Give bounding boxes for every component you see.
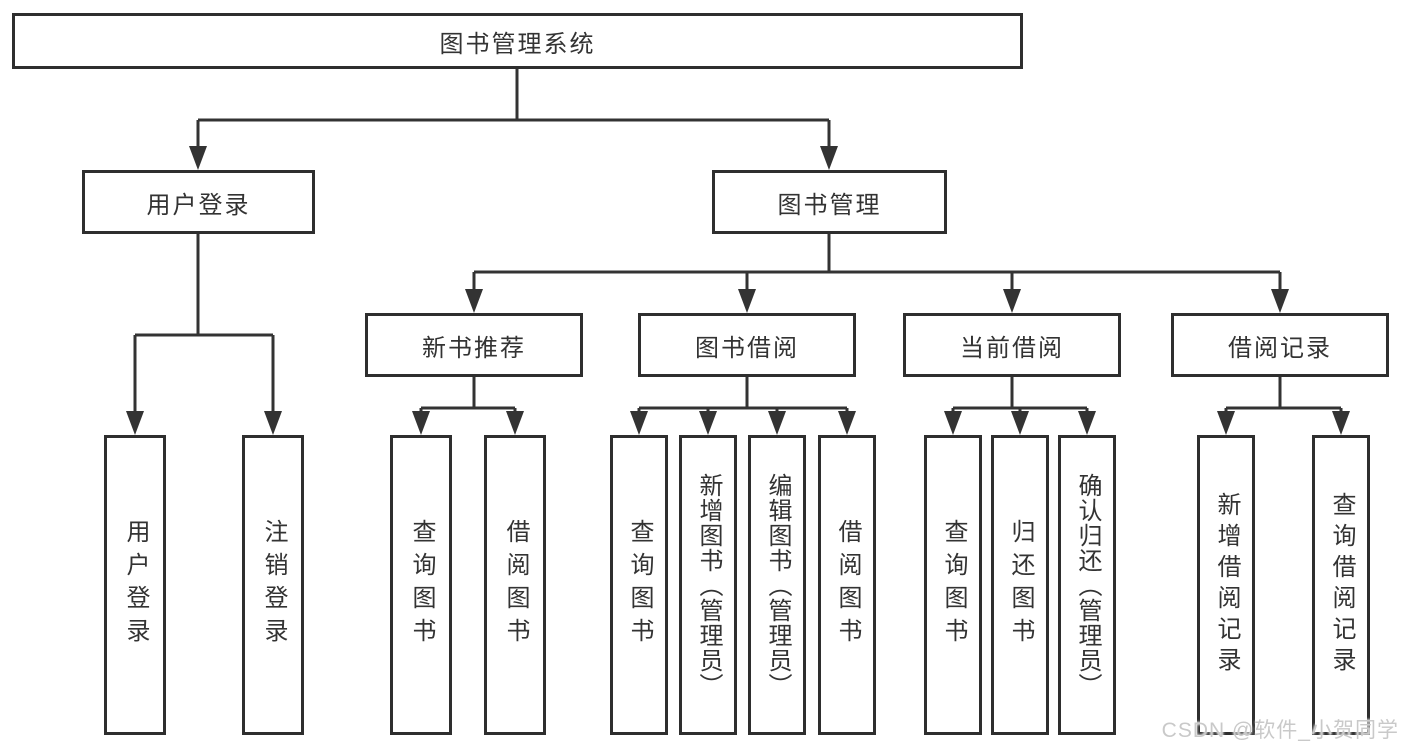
leaf-borrow-book: 借阅图书 [818,435,876,735]
leaf-query-borrow-record: 查询借阅记录 [1312,435,1370,735]
leaf-return-book: 归还图书 [991,435,1049,735]
leaf-add-book-admin-label: 新增图书（管理员） [695,472,722,698]
watermark-csdn: CSDN @软件_小贺同学 [1161,719,1399,742]
leaf-user-login-label: 用户登录 [122,519,149,651]
leaf-borrow-book-recommend-label: 借阅图书 [502,519,529,651]
leaf-confirm-return-admin: 确认归还（管理员） [1058,435,1116,735]
leaf-query-borrow-record-label: 查询借阅记录 [1328,492,1355,678]
leaf-query-book-borrow: 查询图书 [610,435,668,735]
leaf-logout-label: 注销登录 [260,519,287,651]
leaf-add-borrow-record-label: 新增借阅记录 [1213,492,1240,678]
leaf-query-book-recommend: 查询图书 [390,435,452,735]
leaf-confirm-return-admin-label: 确认归还（管理员） [1074,472,1101,698]
leaf-logout: 注销登录 [242,435,304,735]
leaf-borrow-book-label: 借阅图书 [834,519,861,651]
leaf-add-book-admin: 新增图书（管理员） [679,435,737,735]
node-user-login: 用户登录 [82,170,315,234]
node-borrow-records: 借阅记录 [1171,313,1389,377]
leaf-query-book-current: 查询图书 [924,435,982,735]
node-current-borrow: 当前借阅 [903,313,1121,377]
leaf-query-book-recommend-label: 查询图书 [408,519,435,651]
leaf-query-book-borrow-label: 查询图书 [626,519,653,651]
leaf-edit-book-admin: 编辑图书（管理员） [748,435,806,735]
leaf-edit-book-admin-label: 编辑图书（管理员） [764,472,791,698]
node-book-management: 图书管理 [712,170,947,234]
leaf-return-book-label: 归还图书 [1007,519,1034,651]
leaf-query-book-current-label: 查询图书 [940,519,967,651]
leaf-borrow-book-recommend: 借阅图书 [484,435,546,735]
leaf-user-login: 用户登录 [104,435,166,735]
root-node-library-system: 图书管理系统 [12,13,1023,69]
arrowheads [126,146,1350,435]
leaf-add-borrow-record: 新增借阅记录 [1197,435,1255,735]
node-new-book-recommend: 新书推荐 [365,313,583,377]
node-book-borrow: 图书借阅 [638,313,856,377]
